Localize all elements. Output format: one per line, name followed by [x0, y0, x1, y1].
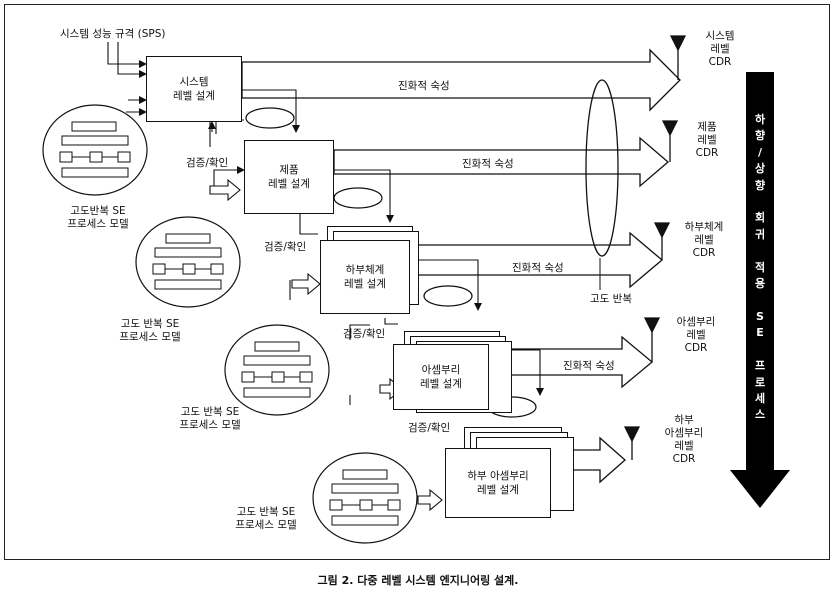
process-model-label: 고도 반복 SE 프로세스 모델 [100, 318, 200, 344]
process-model-2 [135, 216, 241, 308]
box-line: 레벨 설계 [268, 178, 310, 190]
arrow-char: 하 [754, 113, 766, 126]
label-line: 아셈부리 [676, 316, 716, 328]
process-models [42, 104, 418, 544]
box-line: 레벨 설계 [477, 484, 519, 496]
arrow-char [749, 292, 771, 308]
label-line: 고도 반복 SE [120, 318, 180, 330]
antenna-icon [661, 120, 679, 162]
maturation-label: 진화적 숙성 [462, 158, 514, 170]
arrow-char: 용 [754, 277, 766, 291]
arrow-char: 적 [754, 260, 766, 274]
downward-arrow [730, 72, 790, 508]
antenna-icon [623, 426, 641, 460]
label-line: 시스템 [705, 30, 735, 42]
label-line: 제품 [697, 121, 717, 133]
maturation-arrow-product [333, 136, 669, 188]
high-iteration-label: 고도 반복 [590, 293, 632, 305]
box-line: 레벨 설계 [344, 278, 386, 290]
arrow-char: 귀 [754, 227, 766, 241]
verify-label: 검증/확인 [264, 241, 307, 253]
box-line: 아셈부리 [421, 364, 461, 376]
loop-ellipse [245, 107, 295, 129]
label-line: 레벨 [697, 134, 717, 146]
arrow-char: 로 [754, 375, 766, 389]
arrow-char [749, 194, 771, 210]
figure-caption: 그림 2. 다중 레벨 시스템 엔지니어링 설계. [317, 574, 519, 587]
label-line: CDR [684, 342, 708, 354]
arrow-char: E [756, 326, 764, 340]
label-line: 프로세스 모델 [119, 331, 181, 343]
label-line: 고도반복 SE [70, 205, 126, 217]
box-line: 하부 아셈부리 [467, 470, 529, 482]
label-line: 아셈부리 [664, 427, 704, 439]
label-line: 고도 반복 SE [180, 406, 240, 418]
antenna-icon [653, 222, 671, 260]
label-line: 프로세스 모델 [67, 218, 129, 230]
antennas [623, 35, 687, 460]
arrow-char: 세 [754, 391, 766, 405]
box-line: 시스템 [179, 76, 209, 88]
process-model-label: 고도반복 SE 프로세스 모델 [48, 205, 148, 231]
arrow-char [749, 243, 771, 259]
process-model-3 [224, 324, 330, 416]
loop-ellipse [333, 187, 383, 209]
cdr-label-subsystem: 하부체계 레벨 CDR [676, 221, 732, 260]
arrow-char: 상 [754, 162, 766, 176]
maturation-label: 진화적 숙성 [563, 360, 615, 372]
label-line: CDR [695, 147, 719, 159]
arrow-char [749, 342, 771, 358]
subsystem-level-design-box: 하부체계 레벨 설계 [320, 240, 410, 314]
box-line: 레벨 설계 [420, 378, 462, 390]
arrow-char: S [756, 309, 764, 323]
box-line: 레벨 설계 [173, 90, 215, 102]
label-line: 레벨 [694, 234, 714, 246]
label-line: 고도 반복 SE [236, 506, 296, 518]
system-level-design-box: 시스템 레벨 설계 [146, 56, 242, 122]
arrow-char: 프 [754, 359, 766, 373]
box-line: 제품 [279, 164, 299, 176]
label-line: CDR [672, 453, 696, 465]
label-line: 프로세스 모델 [235, 519, 297, 531]
label-line: 프로세스 모델 [179, 419, 241, 431]
subassembly-level-design-box: 하부 아셈부리 레벨 설계 [445, 448, 551, 518]
label-line: 레벨 [686, 329, 706, 341]
loop-ellipse [423, 285, 473, 307]
maturation-arrow-system [241, 48, 681, 112]
arrow-char: 회 [754, 211, 766, 225]
label-line: 레벨 [674, 440, 694, 452]
label-line: 하부체계 [684, 221, 724, 233]
product-level-design-box: 제품 레벨 설계 [244, 140, 334, 214]
maturation-label: 진화적 숙성 [512, 262, 564, 274]
sps-input-label: 시스템 성능 규격 (SPS) [60, 28, 166, 40]
arrow-char: 스 [754, 408, 766, 422]
label-line: 하부 [674, 414, 694, 426]
antenna-icon [669, 35, 687, 80]
box-line: 하부체계 [345, 264, 385, 276]
arrow-char: 향 [754, 129, 766, 143]
cdr-label-assembly: 아셈부리 레벨 CDR [668, 316, 724, 355]
verify-label: 검증/확인 [408, 422, 451, 434]
arrow-char: / [757, 145, 763, 159]
process-model-label: 고도 반복 SE 프로세스 모델 [160, 406, 260, 432]
cdr-label-subassembly: 하부 아셈부리 레벨 CDR [654, 414, 714, 466]
process-model-label: 고도 반복 SE 프로세스 모델 [216, 506, 316, 532]
label-line: 레벨 [710, 43, 730, 55]
cdr-label-product: 제품 레벨 CDR [682, 121, 732, 160]
process-model-1 [42, 104, 148, 196]
maturation-label: 진화적 숙성 [398, 80, 450, 92]
verify-label: 검증/확인 [343, 328, 386, 340]
label-line: CDR [692, 247, 716, 259]
high-iteration-ellipse [585, 79, 619, 257]
antenna-icon [643, 317, 661, 362]
arrow-char: 향 [754, 178, 766, 192]
assembly-level-design-box: 아셈부리 레벨 설계 [393, 344, 489, 410]
process-model-4 [312, 452, 418, 544]
downward-arrow-label: 하 향 / 상 향 회 귀 적 용 S E 프 로 세 스 [749, 112, 771, 424]
label-line: CDR [708, 56, 732, 68]
verify-label: 검증/확인 [186, 157, 229, 169]
cdr-label-system: 시스템 레벨 CDR [690, 30, 750, 69]
